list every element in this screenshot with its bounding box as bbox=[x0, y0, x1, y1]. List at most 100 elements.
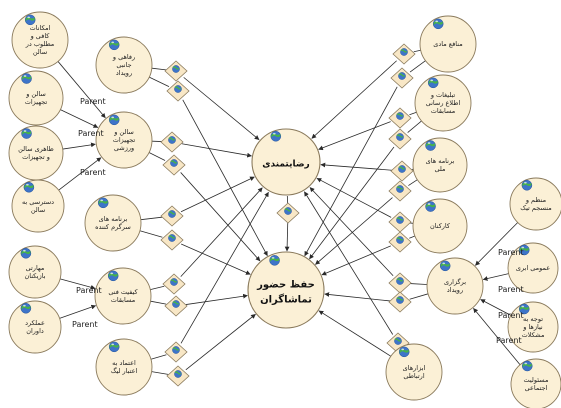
concept-node-label: رویداد bbox=[116, 69, 132, 77]
parent-edge-label: Parent bbox=[72, 320, 98, 329]
relation-diamond[interactable] bbox=[388, 107, 412, 129]
relation-diamond[interactable] bbox=[160, 205, 184, 227]
globe-icon bbox=[396, 133, 404, 141]
relation-arrow bbox=[185, 313, 256, 371]
relation-arrow bbox=[318, 121, 391, 151]
globe-icon bbox=[396, 236, 404, 244]
relation-diamond[interactable] bbox=[388, 128, 412, 150]
relation-edge bbox=[409, 60, 426, 73]
concept-node-label: منسجم تیک bbox=[520, 204, 551, 212]
relation-edge bbox=[150, 300, 167, 305]
globe-icon bbox=[97, 197, 109, 209]
relation-diamond[interactable] bbox=[388, 291, 412, 313]
concept-node-label: مسئولیت bbox=[524, 376, 549, 384]
relation-diamond[interactable] bbox=[166, 80, 190, 102]
relation-edge bbox=[409, 293, 429, 300]
relation-diamond[interactable] bbox=[164, 60, 188, 82]
parent-edge bbox=[60, 109, 99, 128]
concept-node-label: رویداد bbox=[447, 286, 463, 294]
relation-diamond[interactable] bbox=[160, 229, 184, 251]
relation-diamond[interactable] bbox=[162, 154, 186, 176]
concept-node-public[interactable]: عمومی ابری bbox=[507, 242, 559, 294]
concept-node-label: کارکنان bbox=[430, 222, 451, 230]
concept-node-label: برنامه های bbox=[426, 157, 455, 165]
concept-node-label: و تجهیزات bbox=[22, 153, 50, 161]
concept-node-staff[interactable]: کارکنان bbox=[412, 198, 468, 254]
concept-node-label: ابزارهای bbox=[403, 364, 426, 372]
globe-icon bbox=[174, 370, 182, 378]
globe-icon bbox=[522, 360, 533, 372]
globe-icon bbox=[400, 48, 408, 56]
relation-arrow bbox=[185, 293, 248, 305]
concept-node-label: سالن و bbox=[113, 128, 134, 136]
concept-node-label: دسترسی به bbox=[22, 198, 54, 206]
concept-node-label: اجتماعی bbox=[525, 384, 548, 392]
concept-node-label: منافع مادی bbox=[433, 40, 463, 48]
relation-arrow bbox=[180, 176, 255, 213]
relation-diamond[interactable] bbox=[388, 272, 412, 294]
globe-icon bbox=[23, 182, 35, 193]
concept-node-label: عمومی ابری bbox=[516, 264, 550, 272]
concept-node-label: ملی bbox=[434, 165, 445, 173]
relation-edge bbox=[148, 152, 166, 161]
globe-icon bbox=[20, 248, 32, 259]
globe-icon bbox=[519, 303, 530, 315]
center-node-label: رضایتمندی bbox=[262, 160, 309, 170]
relation-arrow bbox=[309, 187, 394, 276]
center-node-satisfaction[interactable]: رضایتمندی bbox=[251, 128, 321, 196]
relation-arrow bbox=[183, 77, 260, 140]
concept-node-label: ورزشی bbox=[114, 144, 134, 152]
parent-edge bbox=[57, 61, 106, 119]
relation-diamond[interactable] bbox=[388, 231, 412, 253]
globe-icon bbox=[108, 39, 120, 51]
relation-diamond[interactable] bbox=[164, 341, 188, 363]
relation-diamond[interactable] bbox=[392, 43, 416, 65]
relation-edge bbox=[407, 120, 422, 133]
relation-diamond[interactable] bbox=[390, 67, 414, 89]
relation-arrow bbox=[180, 243, 251, 275]
concept-node-label: ظاهری سالن bbox=[18, 145, 54, 153]
concept-node-label: تجهیزات bbox=[25, 98, 48, 106]
concept-node-label: منظم و bbox=[525, 196, 546, 204]
relation-diamond[interactable] bbox=[276, 202, 300, 224]
relation-diamond[interactable] bbox=[388, 180, 412, 202]
globe-icon bbox=[269, 255, 280, 266]
globe-icon bbox=[396, 296, 404, 304]
relation-diamond[interactable] bbox=[166, 365, 190, 387]
globe-icon bbox=[170, 278, 178, 286]
concept-node-financial[interactable]: منافع مادی bbox=[419, 15, 477, 73]
relation-arrow bbox=[304, 86, 398, 257]
parent-edge bbox=[59, 304, 97, 319]
relation-diamond[interactable] bbox=[164, 295, 188, 317]
relation-diamond[interactable] bbox=[160, 131, 184, 153]
relation-arrow bbox=[320, 162, 393, 171]
globe-icon bbox=[432, 18, 444, 30]
relation-diamond[interactable] bbox=[390, 160, 414, 182]
concept-node-label: تبلیغات و bbox=[430, 91, 456, 99]
globe-icon bbox=[425, 201, 436, 212]
relation-edge bbox=[409, 111, 417, 116]
relation-edge bbox=[413, 49, 421, 53]
relation-diamond[interactable] bbox=[388, 211, 412, 233]
relation-diamond[interactable] bbox=[162, 273, 186, 295]
